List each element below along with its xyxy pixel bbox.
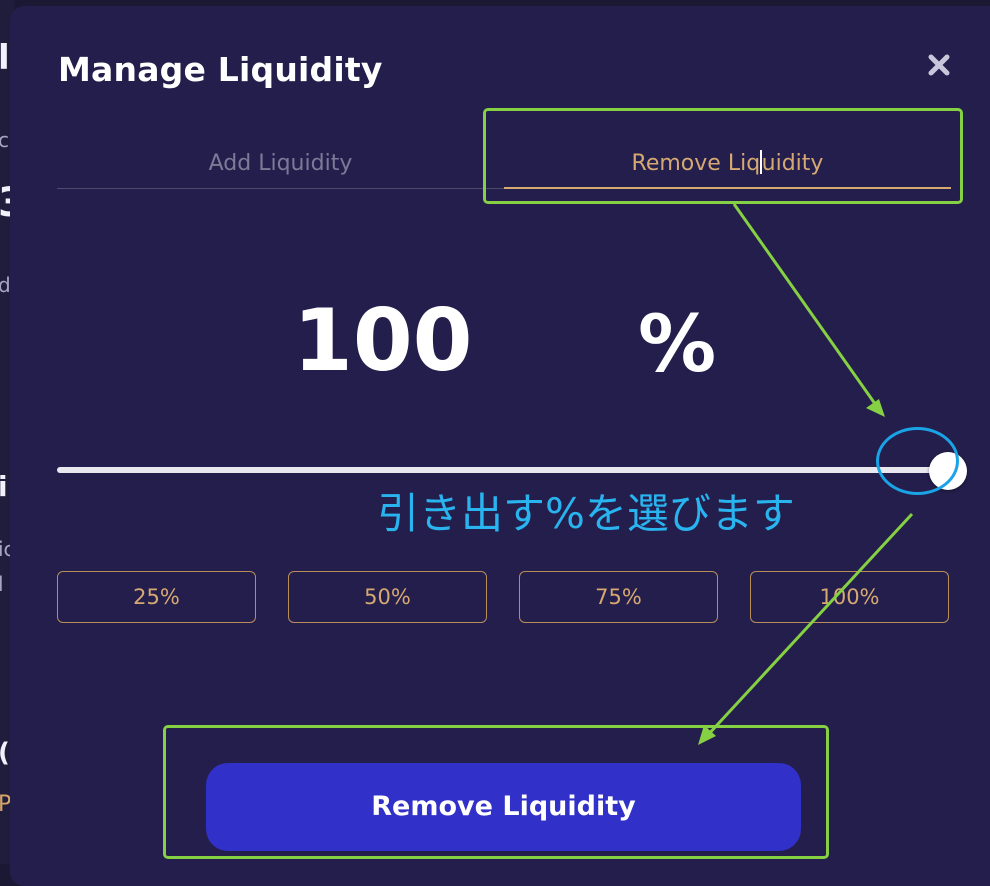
modal-title: Manage Liquidity xyxy=(58,50,383,89)
button-highlight-box xyxy=(163,725,829,859)
close-icon xyxy=(928,54,950,76)
close-button[interactable] xyxy=(922,48,956,82)
tab-remove-liquidity[interactable]: Remove Liquidity xyxy=(504,144,951,189)
preset-25-button[interactable]: 25% xyxy=(57,571,256,623)
slider-highlight-ellipse xyxy=(876,427,959,495)
background-text: P xyxy=(0,792,12,817)
annotation-text: 引き出す%を選びます xyxy=(377,489,795,538)
background-text: ( xyxy=(0,738,10,768)
tab-bar: Add Liquidity Remove Liquidity xyxy=(57,144,951,189)
preset-100-button[interactable]: 100% xyxy=(750,571,949,623)
tab-highlight-box xyxy=(483,108,963,204)
background-text: i xyxy=(0,470,8,503)
background-text: l xyxy=(0,38,10,78)
background-text: l xyxy=(0,572,4,596)
amount-value: 100 xyxy=(293,291,473,391)
preset-50-button[interactable]: 50% xyxy=(288,571,487,623)
percentage-slider-track[interactable] xyxy=(57,467,951,473)
tab-add-liquidity[interactable]: Add Liquidity xyxy=(208,151,353,176)
remove-liquidity-button[interactable]: Remove Liquidity xyxy=(206,763,801,851)
background-text: c xyxy=(0,128,9,152)
text-caret xyxy=(760,150,762,174)
amount-unit: % xyxy=(638,300,717,390)
preset-75-button[interactable]: 75% xyxy=(519,571,718,623)
tab-label-part: Remove Liq xyxy=(631,151,761,176)
tab-label-part: uidity xyxy=(761,151,824,176)
background-text: d xyxy=(0,273,11,297)
